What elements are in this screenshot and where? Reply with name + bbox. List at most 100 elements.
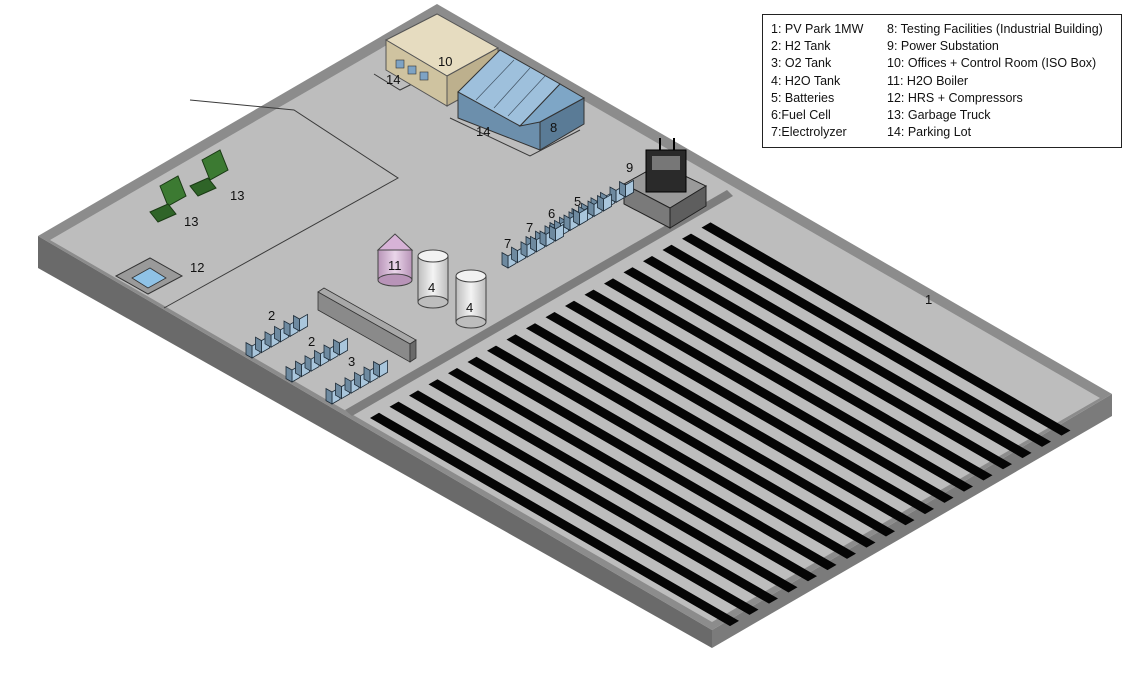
barrier-side [409,339,417,363]
substation-transformer-detail [652,156,680,170]
pv-panel-row [370,412,739,627]
callout-h2-tank: 2 [268,308,275,323]
callout-electrolyzer: 7 [504,236,511,251]
legend-column-right: 8: Testing Facilities (Industrial Buildi… [887,21,1103,141]
callout-electrolyzer: 7 [526,220,533,235]
legend-item: 5: Batteries [771,90,835,105]
pv-panel-row [643,256,1012,470]
electrolyzer-rack [501,223,564,269]
roof-rib [493,67,531,109]
legend-item: 8: Testing Facilities (Industrial Buildi… [887,22,1103,36]
truck-cab [189,177,217,197]
pv-panel-rows [370,222,1071,627]
pv-panel-row [409,390,778,604]
rack-unit-side [325,387,333,405]
hrs-pool [131,267,167,289]
legend-item: 9: Power Substation [887,39,999,54]
testing-facility-roof-right [518,83,586,127]
office-window [407,65,417,75]
rack-unit-side [363,366,371,384]
rack-unit-side [549,224,556,242]
rack-unit-side [563,214,571,232]
garbage-truck [189,149,229,197]
rack-unit-side [530,235,537,253]
rack-unit-side [587,200,595,218]
callout-offices: 10 [438,54,452,69]
power-substation [622,138,708,229]
callout-fuel-cell: 6 [548,206,555,221]
legend-item: 11: H2O Boiler [887,73,969,88]
rack-unit-side [245,341,253,359]
boiler-cone [376,233,414,251]
callout-labels: 1 2 2 3 4 4 5 6 7 7 8 9 10 11 12 13 13 1… [184,54,932,369]
callout-hrs: 12 [190,260,204,275]
h2o-tank [455,269,487,329]
legend-column-left: 1: PV Park 1MW 2: H2 Tank 3: O2 Tank 4: … [771,21,863,141]
site-ground [50,16,1100,622]
pv-panel-row [545,312,915,526]
legend-item: 12: HRS + Compressors [887,90,1023,105]
pv-panel-row [623,267,993,481]
divider-wall [345,190,733,416]
pv-panel-row [487,345,856,559]
truck-cab [149,203,177,223]
h2o-boiler [376,233,414,287]
legend: 1: PV Park 1MW 2: H2 Tank 3: O2 Tank 4: … [762,14,1122,148]
callout-pv-park: 1 [925,292,932,307]
rack-unit-side [285,365,293,383]
legend-item: 2: H2 Tank [771,39,831,54]
rack-unit-side [520,241,528,258]
rack-unit-side [335,382,342,400]
callout-o2-tank: 3 [348,354,355,369]
legend-item: 10: Offices + Control Room (ISO Box) [887,56,1097,71]
office-window [395,59,405,69]
legend-item: 6:Fuel Cell [771,108,831,123]
rack-unit-side [264,331,272,348]
tank-base [417,295,449,309]
tank-top [417,249,449,263]
site-wall-left-face [38,236,712,648]
tank-body [417,255,449,303]
pv-panel-row [506,334,876,548]
callout-h2-tank: 2 [308,334,315,349]
rack-unit-side [597,194,604,212]
pv-panel-row [701,222,1071,436]
h2o-tank [417,249,449,309]
legend-item: 13: Garbage Truck [887,108,991,123]
rack-unit-side [274,325,281,343]
callout-h2o-tank: 4 [428,280,435,295]
pv-panel-row [584,289,954,503]
callout-garbage-truck: 13 [230,188,244,203]
callout-boiler: 11 [388,258,402,273]
rack-unit-side [304,355,312,372]
roof-rib [507,75,546,117]
callout-garbage-truck: 13 [184,214,198,229]
tank-base [455,315,487,329]
legend-item: 4: H2O Tank [771,73,841,88]
rack-unit-side [373,360,380,378]
tank-body [455,275,487,323]
pv-panel-row [526,323,895,537]
hrs-station [114,257,184,295]
pv-panel-row [448,368,817,582]
callout-batteries: 5 [574,194,581,209]
rack-unit-side [255,336,262,354]
callout-testing-facility: 8 [550,120,557,135]
zone-line-parking [449,117,581,157]
pv-panel-row [389,401,759,615]
testing-facility-building [457,49,586,151]
rack-unit-side [511,246,518,264]
rack-unit-side [295,360,302,378]
rack-unit-side [314,349,321,367]
legend-item: 3: O2 Tank [771,56,832,71]
rack-unit-side [501,251,509,269]
pv-panel-row [662,244,1032,459]
pv-panel-row [467,356,837,571]
rack-unit-side [354,371,361,389]
rack-unit-side [344,377,352,394]
garbage-truck [149,175,187,223]
callout-parking-lot: 14 [386,72,400,87]
rack-unit-side [293,314,300,332]
callout-parking-lot: 14 [476,124,490,139]
